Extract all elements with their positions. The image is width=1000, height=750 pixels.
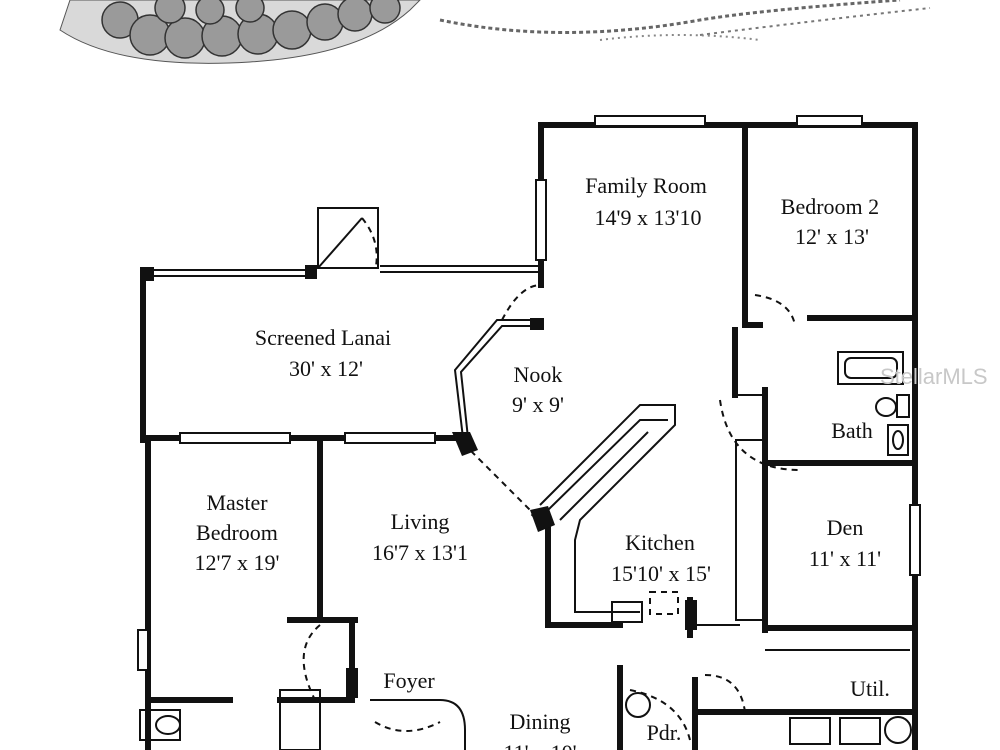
foyer-name: Foyer [383,668,435,693]
dining-size: 11' x 10' [503,740,576,750]
master-bedroom-size: 12'7 x 19' [195,550,280,575]
toilet-bath [875,397,897,417]
powder-name: Pdr. [647,720,682,745]
water-heater [884,716,912,744]
master-bedroom-name-1: Master [206,490,268,515]
screened-lanai-name: Screened Lanai [255,325,391,350]
landscaping-illustration [59,0,931,64]
living-name: Living [391,509,450,534]
utility-name: Util. [850,676,890,701]
posts [140,265,697,698]
room-labels: Family Room 14'9 x 13'10 Bedroom 2 12' x… [195,173,890,750]
bathtub [837,351,904,385]
nook-size: 9' x 9' [512,392,564,417]
den-name: Den [827,515,864,540]
toilet-pdr [625,692,651,718]
bath-name: Bath [831,418,873,443]
screened-lanai-size: 30' x 12' [289,356,363,381]
closet-shelves [279,689,321,750]
dryer [839,717,881,745]
washer [789,717,831,745]
den-size: 11' x 11' [809,546,881,571]
nook-name: Nook [514,362,563,387]
bedroom2-name: Bedroom 2 [781,194,879,219]
watermark: StellarMLS [880,364,988,389]
dining-name: Dining [509,709,570,734]
sink-bath [887,424,909,456]
windows [137,115,921,671]
living-size: 16'7 x 13'1 [372,540,468,565]
kitchen-size: 15'10' x 15' [611,561,711,586]
range [611,601,643,623]
family-room-name: Family Room [585,173,707,198]
fixtures [139,351,912,750]
master-bedroom-name-2: Bedroom [196,520,278,545]
kitchen-name: Kitchen [625,530,695,555]
bedroom2-size: 12' x 13' [795,224,869,249]
family-room-size: 14'9 x 13'10 [595,205,702,230]
